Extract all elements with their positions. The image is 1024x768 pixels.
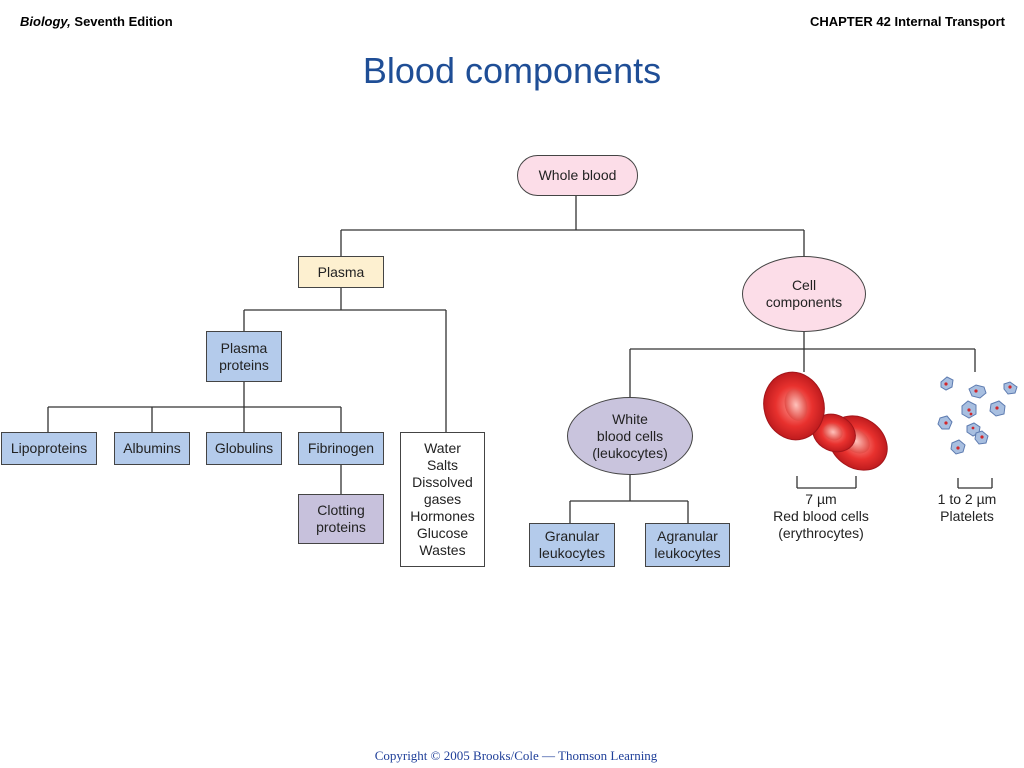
node-whole-blood: Whole blood — [517, 155, 638, 196]
node-clotting-proteins: Clotting proteins — [298, 494, 384, 544]
node-globulins: Globulins — [206, 432, 282, 465]
caption-platelets: 1 to 2 µm Platelets — [937, 491, 997, 524]
node-plasma-proteins: Plasma proteins — [206, 331, 282, 382]
node-lipoproteins: Lipoproteins — [1, 432, 97, 465]
red-blood-cells-illustration — [763, 371, 888, 471]
copyright-footer: Copyright © 2005 Brooks/Cole — Thomson L… — [374, 748, 658, 763]
platelets-illustration — [937, 376, 1018, 455]
node-plasma: Plasma — [298, 256, 384, 288]
node-albumins: Albumins — [114, 432, 190, 465]
book-title: Biology, Seventh Edition — [20, 14, 173, 29]
book-title-italic: Biology, — [20, 14, 71, 29]
caption-red-blood-cells: 7 µm Red blood cells (erythrocytes) — [773, 491, 869, 541]
node-white-blood-cells: White blood cells (leukocytes) — [567, 397, 693, 475]
book-edition: Seventh Edition — [70, 14, 173, 29]
node-cell-components: Cell components — [742, 256, 866, 332]
chapter-title: CHAPTER 42 Internal Transport — [809, 14, 1005, 29]
node-granular-leukocytes: Granular leukocytes — [529, 523, 615, 567]
node-agranular-leukocytes: Agranular leukocytes — [645, 523, 730, 567]
slide-title: Blood components — [362, 50, 662, 91]
node-plasma-contents: Water Salts Dissolved gases Hormones Glu… — [400, 432, 485, 567]
node-fibrinogen: Fibrinogen — [298, 432, 384, 465]
